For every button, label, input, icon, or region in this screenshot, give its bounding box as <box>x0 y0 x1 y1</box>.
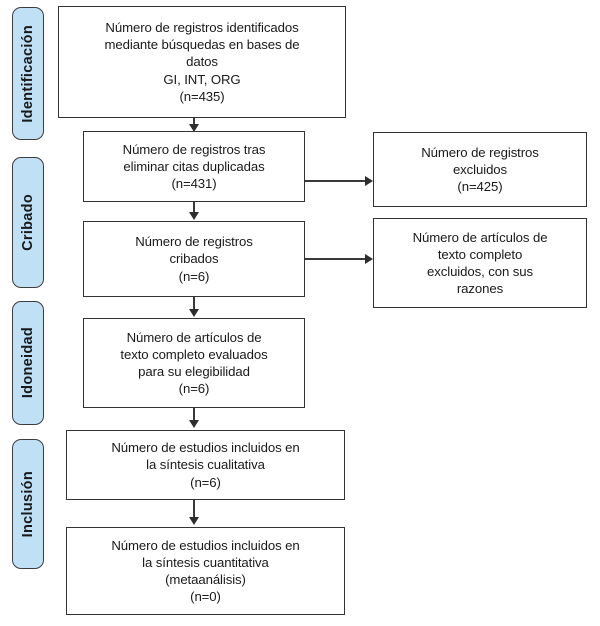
connector-identified-to-duplicates <box>193 118 195 128</box>
stage-tab-cribado-label: Cribado <box>19 194 36 251</box>
stage-tab-identificacion: Identificación <box>12 7 44 140</box>
box-qualitative-synthesis: Número de estudios incluidos en la sínte… <box>66 430 345 500</box>
arrowhead-screened-to-fulltext-excluded <box>365 254 373 264</box>
arrowhead-identified-to-duplicates <box>189 124 199 132</box>
arrowhead-screened-to-eligibility <box>189 309 199 317</box>
stage-tab-identificacion-label: Identificación <box>19 24 36 123</box>
box-fulltext-eligibility: Número de artículos de texto completo ev… <box>83 318 305 408</box>
box-fulltext-excluded-text: Número de artículos de texto completo ex… <box>412 229 548 297</box>
box-qualitative-synthesis-text: Número de estudios incluidos en la sínte… <box>111 440 300 490</box>
stage-tab-inclusion: Inclusión <box>12 439 44 569</box>
box-quantitative-synthesis-text: Número de estudios incluidos en la sínte… <box>111 537 300 605</box>
stage-tab-idoneidad-label: Idoneidad <box>19 327 36 399</box>
box-quantitative-synthesis: Número de estudios incluidos en la sínte… <box>66 527 345 615</box>
connector-duplicates-to-screened <box>193 202 195 216</box>
box-records-identified: Número de registros identificados median… <box>58 6 346 118</box>
box-records-screened: Número de registros cribados (n=6) <box>83 221 305 297</box>
connector-screened-to-eligibility <box>193 297 195 313</box>
arrowhead-eligibility-to-qualitative <box>189 420 199 428</box>
stage-tab-inclusion-label: Inclusión <box>19 470 36 538</box>
box-records-excluded-text: Número de registros excluidos (n=425) <box>421 144 539 195</box>
connector-eligibility-to-qualitative <box>193 408 195 426</box>
box-records-after-duplicates-text: Número de registros tras eliminar citas … <box>122 141 266 192</box>
box-records-after-duplicates: Número de registros tras eliminar citas … <box>83 131 305 202</box>
arrowhead-duplicates-to-screened <box>189 212 199 220</box>
box-fulltext-excluded: Número de artículos de texto completo ex… <box>373 218 587 308</box>
connector-screened-to-fulltext-excluded <box>305 258 367 260</box>
arrowhead-duplicates-to-records-excluded <box>365 176 373 186</box>
stage-tab-idoneidad: Idoneidad <box>12 301 44 425</box>
box-records-excluded: Número de registros excluidos (n=425) <box>373 132 587 207</box>
box-records-screened-text: Número de registros cribados (n=6) <box>135 234 253 284</box>
box-fulltext-eligibility-text: Número de artículos de texto completo ev… <box>120 329 268 397</box>
arrowhead-qualitative-to-quantitative <box>189 517 199 525</box>
box-records-identified-text: Número de registros identificados median… <box>104 20 300 104</box>
stage-tab-cribado: Cribado <box>12 157 44 288</box>
connector-qualitative-to-quantitative <box>193 500 195 522</box>
connector-duplicates-to-records-excluded <box>305 180 367 182</box>
